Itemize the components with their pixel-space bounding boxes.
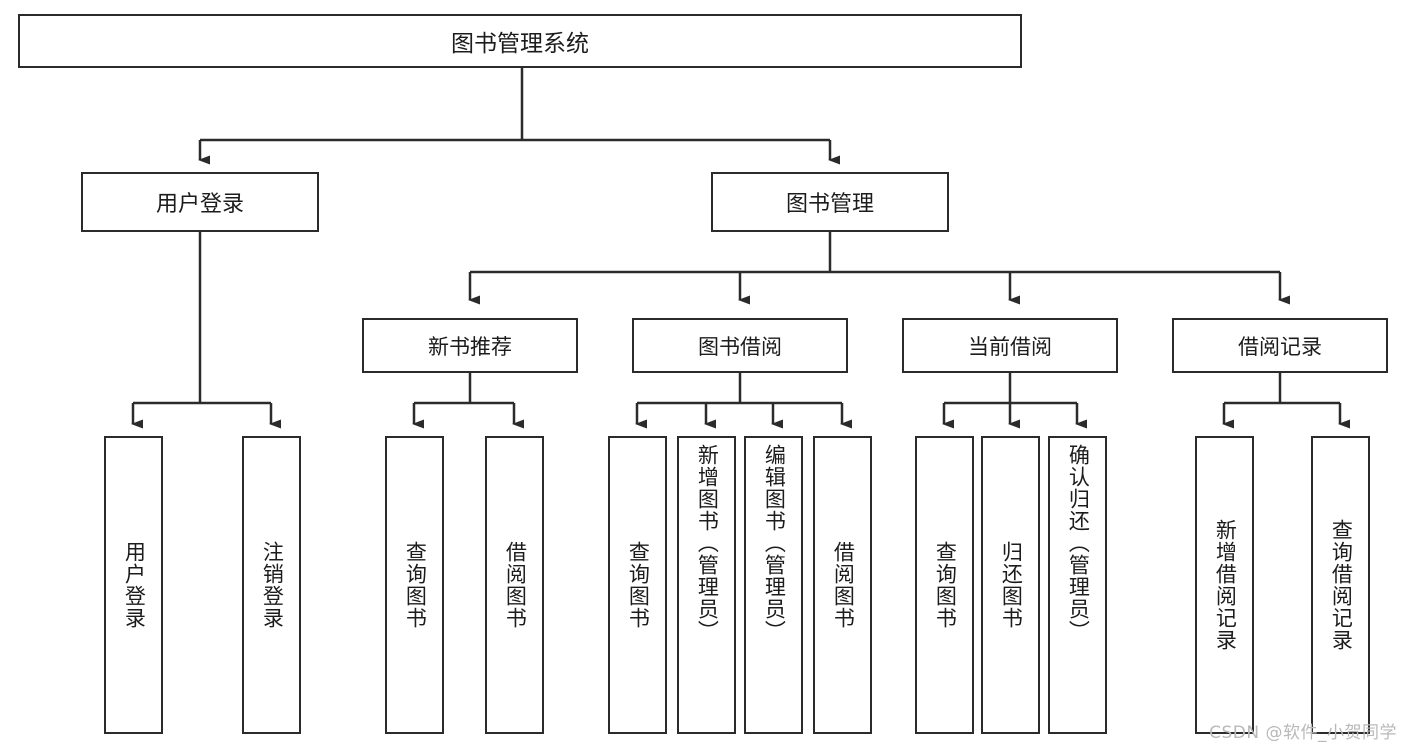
leaf-borrow-book[interactable]: 借阅图书 — [813, 436, 872, 734]
leaf-borrow-book-newbook[interactable]: 借阅图书 — [485, 436, 544, 734]
node-label: 图书管理 — [785, 192, 874, 217]
leaf-label: 查询借阅记录 — [1329, 519, 1354, 651]
leaf-text-wrap: 借阅图书 — [815, 438, 870, 732]
node-new-book-recommend[interactable]: 新书推荐 — [362, 318, 578, 373]
leaf-text-wrap: 借阅图书 — [487, 438, 542, 732]
leaf-text-wrap: 用户登录 — [106, 438, 161, 732]
leaf-add-book-admin[interactable]: 新增图书（管理员） — [677, 436, 736, 734]
leaf-return-book[interactable]: 归还图书 — [981, 436, 1040, 734]
leaf-label: 借阅图书 — [503, 541, 528, 629]
leaf-query-borrow-record[interactable]: 查询借阅记录 — [1311, 436, 1370, 734]
leaf-text-wrap: 确认归还（管理员） — [1050, 438, 1105, 738]
leaf-query-book-borrow[interactable]: 查询图书 — [608, 436, 667, 734]
node-current-borrow[interactable]: 当前借阅 — [902, 318, 1118, 373]
node-label: 新书推荐 — [428, 334, 512, 359]
leaf-confirm-return-admin[interactable]: 确认归还（管理员） — [1048, 436, 1107, 734]
leaf-text-wrap: 查询图书 — [610, 438, 665, 732]
node-book-management[interactable]: 图书管理 — [711, 172, 949, 232]
node-label: 借阅记录 — [1238, 334, 1322, 359]
leaf-text-wrap: 新增图书（管理员） — [679, 438, 734, 738]
leaf-text-wrap: 编辑图书（管理员） — [746, 438, 801, 738]
leaf-label: 查询图书 — [403, 541, 428, 629]
node-label: 当前借阅 — [968, 334, 1052, 359]
leaf-label: 查询图书 — [626, 541, 651, 629]
leaf-add-borrow-record[interactable]: 新增借阅记录 — [1195, 436, 1254, 734]
leaf-label: 确认归还（管理员） — [1066, 444, 1091, 642]
leaf-logout[interactable]: 注销登录 — [242, 436, 301, 734]
node-user-login[interactable]: 用户登录 — [81, 172, 319, 232]
leaf-text-wrap: 归还图书 — [983, 438, 1038, 732]
leaf-label: 查询图书 — [933, 541, 958, 629]
leaf-text-wrap: 查询图书 — [917, 438, 972, 732]
leaf-label: 归还图书 — [999, 541, 1024, 629]
leaf-text-wrap: 新增借阅记录 — [1197, 438, 1252, 732]
node-root-system[interactable]: 图书管理系统 — [18, 14, 1022, 68]
node-book-borrow[interactable]: 图书借阅 — [632, 318, 848, 373]
leaf-label: 新增借阅记录 — [1213, 519, 1238, 651]
leaf-query-book-current[interactable]: 查询图书 — [915, 436, 974, 734]
leaf-text-wrap: 查询借阅记录 — [1313, 438, 1368, 732]
node-label: 图书借阅 — [698, 334, 782, 359]
node-label: 图书管理系统 — [451, 31, 589, 57]
leaf-user-login[interactable]: 用户登录 — [104, 436, 163, 734]
leaf-label: 借阅图书 — [831, 541, 856, 629]
node-borrow-record[interactable]: 借阅记录 — [1172, 318, 1388, 373]
leaf-text-wrap: 查询图书 — [387, 438, 442, 732]
csdn-watermark: CSDN @软件_小贺同学 — [1209, 723, 1397, 743]
leaf-label: 注销登录 — [260, 541, 285, 629]
leaf-label: 编辑图书（管理员） — [762, 444, 787, 642]
leaf-edit-book-admin[interactable]: 编辑图书（管理员） — [744, 436, 803, 734]
leaf-label: 用户登录 — [122, 541, 147, 629]
leaf-label: 新增图书（管理员） — [695, 444, 720, 642]
leaf-text-wrap: 注销登录 — [244, 438, 299, 732]
node-label: 用户登录 — [155, 192, 244, 217]
leaf-query-book-newbook[interactable]: 查询图书 — [385, 436, 444, 734]
